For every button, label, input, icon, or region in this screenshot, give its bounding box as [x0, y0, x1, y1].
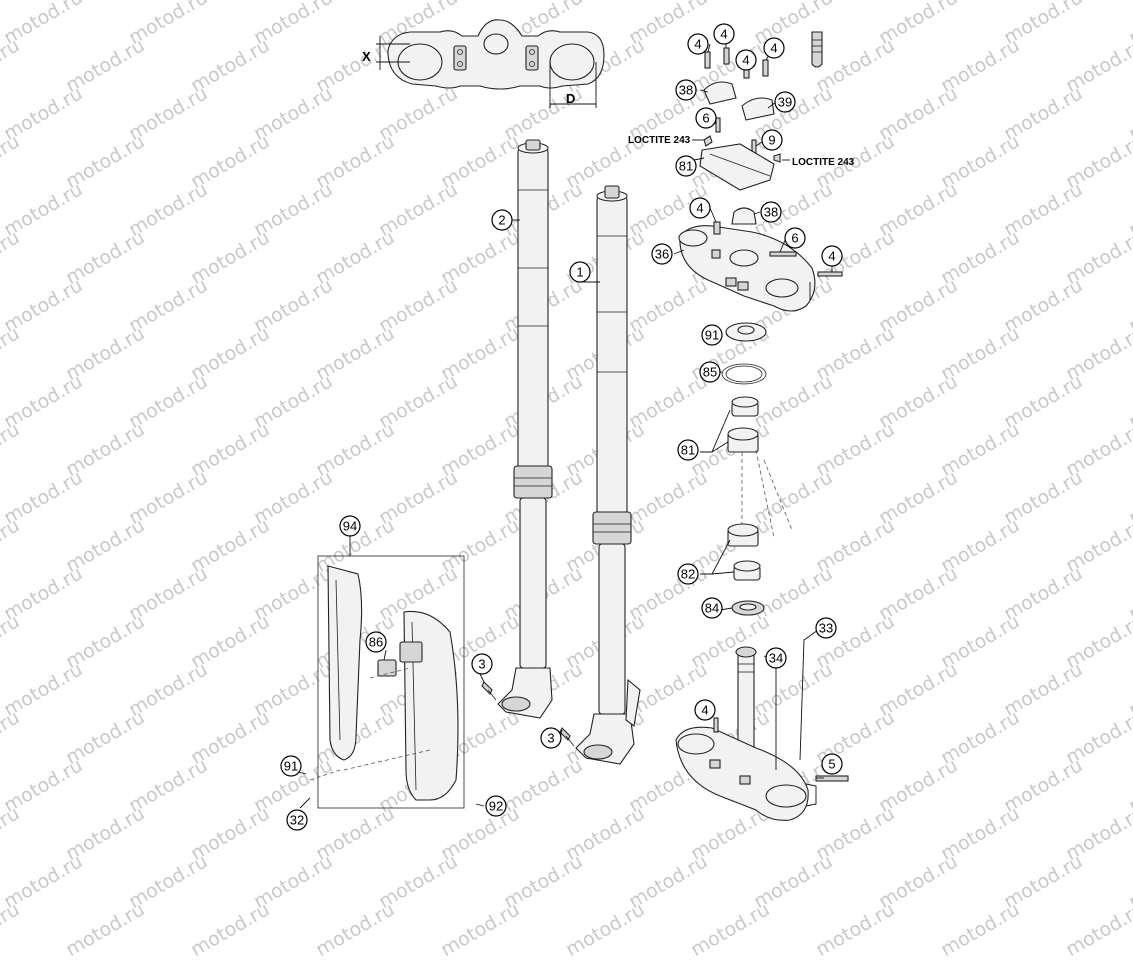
callout-number: 81 [681, 443, 695, 458]
callout-94: 94 [339, 515, 361, 537]
callout-4: 4 [689, 197, 711, 219]
fork-guard-kit [309, 555, 465, 809]
watermark-text: motod.ru [812, 898, 899, 961]
exploded-fork-diagram: X D [280, 19, 855, 831]
callout-number: 32 [290, 813, 304, 828]
callout-3: 3 [471, 653, 493, 675]
callout-38: 38 [760, 201, 782, 223]
watermark-text: motod.ru [1000, 850, 1087, 914]
callout-36: 36 [651, 243, 673, 265]
watermark-text: motod.ru [625, 850, 712, 914]
callout-number: 38 [764, 205, 778, 220]
callout-81: 81 [675, 155, 697, 177]
watermark-text: motod.ru [687, 898, 774, 961]
callout-84: 84 [701, 597, 723, 619]
callout-86: 86 [365, 631, 387, 653]
watermark-text: motod.ru [0, 850, 87, 914]
callout-3: 3 [540, 727, 562, 749]
watermark-text: motod.ru [312, 898, 399, 961]
callout-4: 4 [713, 23, 735, 45]
fork-leg-right [575, 185, 641, 765]
callout-layer: 1233444444456693233343638383981818284858… [280, 23, 843, 831]
callout-85: 85 [699, 361, 721, 383]
watermark-text: motod.ru [125, 850, 212, 914]
callout-92: 92 [485, 795, 507, 817]
loctite-label-left: LOCTITE 243 [628, 135, 691, 146]
callout-6: 6 [695, 107, 717, 129]
watermark-text: motod.ru [375, 850, 462, 914]
callout-number: 3 [478, 657, 485, 672]
callout-6: 6 [784, 227, 806, 249]
watermark-text: motod.ru [750, 850, 837, 914]
callout-34: 34 [765, 647, 787, 669]
callout-1: 1 [569, 261, 591, 283]
callout-number: 4 [694, 37, 701, 52]
callout-number: 38 [679, 83, 693, 98]
callout-number: 6 [791, 231, 798, 246]
callout-number: 84 [705, 601, 719, 616]
callout-number: 94 [343, 519, 357, 534]
callout-81: 81 [677, 439, 699, 461]
watermark-text: motod.ru [1125, 850, 1133, 914]
callout-number: 36 [655, 247, 669, 262]
callout-4: 4 [687, 33, 709, 55]
loctite-label-right: LOCTITE 243 [792, 157, 855, 168]
callout-4: 4 [821, 245, 843, 267]
callout-number: 92 [489, 799, 503, 814]
upper-triple-clamp [678, 207, 843, 312]
callout-33: 33 [815, 617, 837, 639]
callout-number: 4 [696, 201, 703, 216]
callout-number: 39 [778, 95, 792, 110]
callout-number: 33 [819, 621, 833, 636]
callout-number: 3 [547, 731, 554, 746]
watermark-text: motod.ru [0, 898, 24, 961]
dimension-x-label: X [362, 49, 371, 64]
watermark-text: motod.ru [250, 850, 337, 914]
callout-number: 82 [681, 567, 695, 582]
callout-91: 91 [280, 755, 302, 777]
callout-number: 2 [498, 213, 505, 228]
fork-leg-left [497, 139, 553, 719]
callout-82: 82 [677, 563, 699, 585]
callout-number: 91 [705, 328, 719, 343]
callout-32: 32 [286, 809, 308, 831]
callout-number: 9 [768, 133, 775, 148]
watermark-text: motod.ru [187, 898, 274, 961]
callout-38: 38 [675, 79, 697, 101]
callout-number: 86 [369, 635, 383, 650]
callout-91: 91 [701, 324, 723, 346]
callout-number: 34 [769, 651, 783, 666]
callout-4: 4 [694, 699, 716, 721]
axle-clamp-bolts [481, 681, 575, 747]
callout-number: 91 [284, 759, 298, 774]
callout-number: 4 [742, 53, 749, 68]
watermark-text: motod.ru [562, 898, 649, 961]
callout-9: 9 [761, 129, 783, 151]
callout-number: 85 [703, 365, 717, 380]
bearing-stack [721, 322, 793, 616]
top-clamp-dimension-view: X D [362, 19, 605, 108]
watermark-text: motod.ru [875, 850, 962, 914]
callout-39: 39 [774, 91, 796, 113]
callout-number: 4 [701, 703, 708, 718]
callout-4: 4 [735, 49, 757, 71]
callout-number: 4 [828, 249, 835, 264]
watermark-text: motod.ru [437, 898, 524, 961]
handlebar-clamp-assembly [699, 31, 823, 191]
callout-number: 81 [679, 159, 693, 174]
watermark-text: motod.ru [500, 850, 587, 914]
callout-2: 2 [491, 209, 513, 231]
lower-triple-clamp [675, 646, 849, 821]
watermark-text: motod.ru [937, 898, 1024, 961]
dimension-d-label: D [566, 91, 575, 106]
callout-number: 4 [770, 41, 777, 56]
callout-number: 4 [720, 27, 727, 42]
callout-number: 6 [702, 111, 709, 126]
callout-number: 1 [576, 265, 583, 280]
watermark-text: motod.ru [62, 898, 149, 961]
callout-5: 5 [821, 753, 843, 775]
callout-number: 5 [828, 757, 835, 772]
watermark-text: motod.ru [1062, 898, 1133, 961]
callout-4: 4 [763, 37, 785, 59]
